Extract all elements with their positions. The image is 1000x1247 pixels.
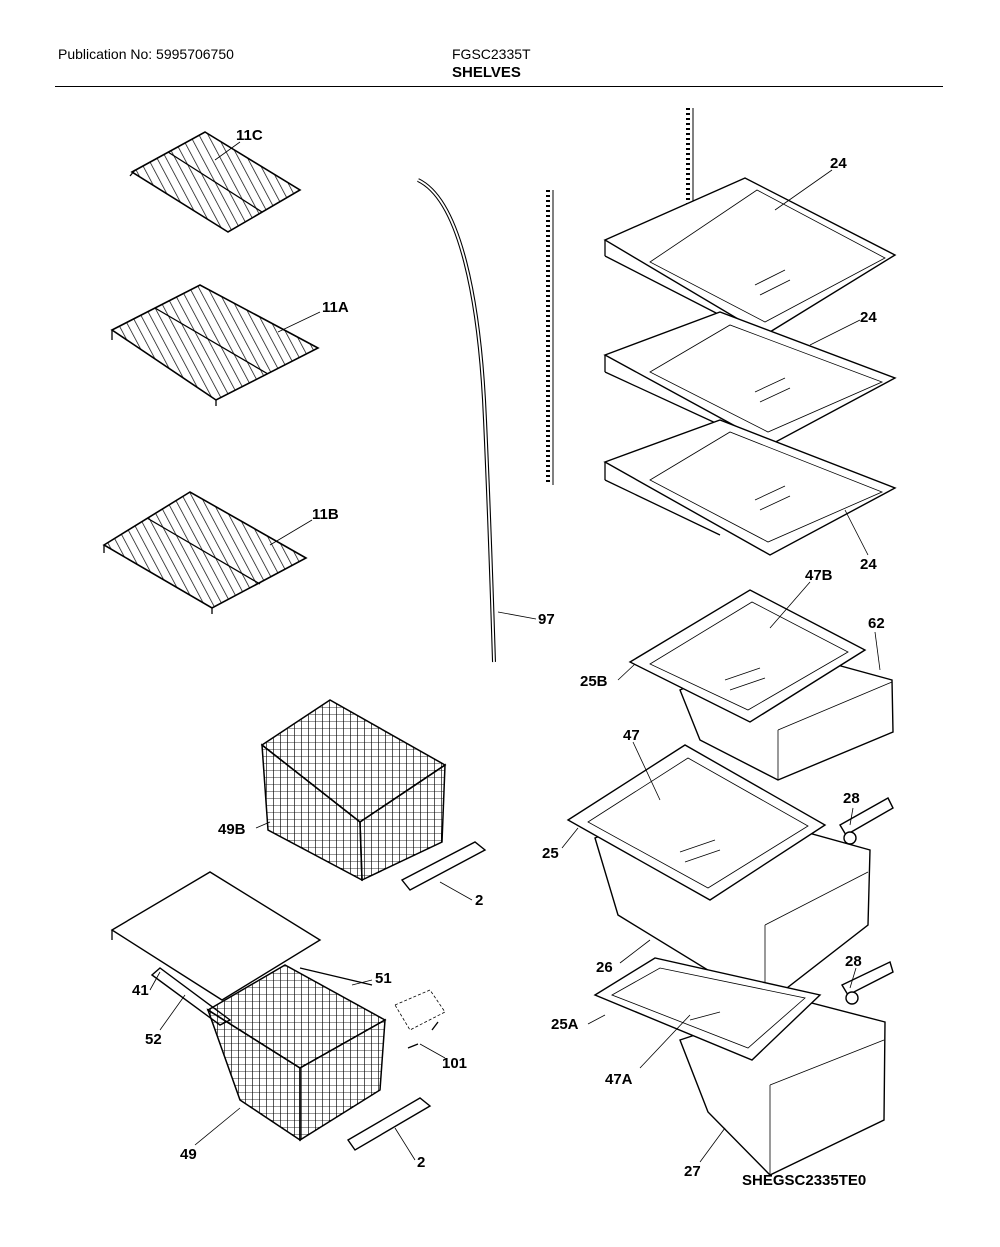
callout-24-top: 24: [830, 155, 847, 172]
callout-101: 101: [442, 1055, 467, 1072]
callout-28-lower: 28: [845, 953, 862, 970]
callout-97: 97: [538, 611, 555, 628]
callout-49b: 49B: [218, 821, 246, 838]
page-title: SHELVES: [452, 64, 521, 81]
basket-trim-2-upper: [400, 841, 487, 891]
trim-strip-97: [417, 178, 496, 663]
shelf-rail-right: [686, 108, 694, 215]
wire-shelf-11b: [102, 491, 308, 614]
header-divider: [55, 86, 943, 87]
crisper-cover-25a: [593, 957, 822, 1061]
screw-101: [394, 989, 446, 1049]
callout-2-lower: 2: [417, 1154, 425, 1171]
callout-25b: 25B: [580, 673, 608, 690]
callout-27: 27: [684, 1163, 701, 1180]
wire-shelf-11a: [110, 284, 320, 406]
callout-47a: 47A: [605, 1071, 633, 1088]
callout-2-upper: 2: [475, 892, 483, 909]
model-number: FGSC2335T: [452, 46, 531, 62]
callout-11c: 11C: [236, 127, 263, 144]
basket-handle-51: [299, 967, 373, 986]
freezer-basket-49b: [260, 699, 447, 882]
callout-25a: 25A: [551, 1016, 579, 1033]
callout-11a: 11A: [322, 299, 349, 316]
drawer-slide-28-upper: [839, 797, 894, 845]
callout-47: 47: [623, 727, 640, 744]
callout-52: 52: [145, 1031, 162, 1048]
freezer-basket-49: [206, 964, 387, 1142]
shelf-rail-left: [546, 190, 554, 485]
wire-shelf-11c: [129, 131, 302, 233]
crisper-cover-25b: [628, 589, 867, 723]
callout-24-bottom: 24: [860, 556, 877, 573]
callout-49: 49: [180, 1146, 197, 1163]
glass-shelf-24-bottom: [603, 419, 897, 556]
publication-number: Publication No: 5995706750: [58, 46, 234, 62]
glass-shelf-24-middle: [603, 311, 897, 446]
callout-25: 25: [542, 845, 559, 862]
callout-41: 41: [132, 982, 149, 999]
glass-shelf-24-top: [603, 177, 897, 336]
leader-lines: [149, 141, 881, 1163]
callout-26: 26: [596, 959, 613, 976]
callout-28-upper: 28: [843, 790, 860, 807]
basket-trim-2-lower: [346, 1097, 432, 1151]
diagram-code: SHEGSC2335TE0: [742, 1172, 867, 1189]
freezer-shelf-41: [110, 871, 322, 1001]
callout-24-middle: 24: [860, 309, 877, 326]
callout-11b: 11B: [312, 506, 339, 523]
drawer-slide-28-lower: [841, 961, 894, 1005]
callout-51: 51: [375, 970, 392, 987]
callout-62: 62: [868, 615, 885, 632]
callout-47b: 47B: [805, 567, 833, 584]
